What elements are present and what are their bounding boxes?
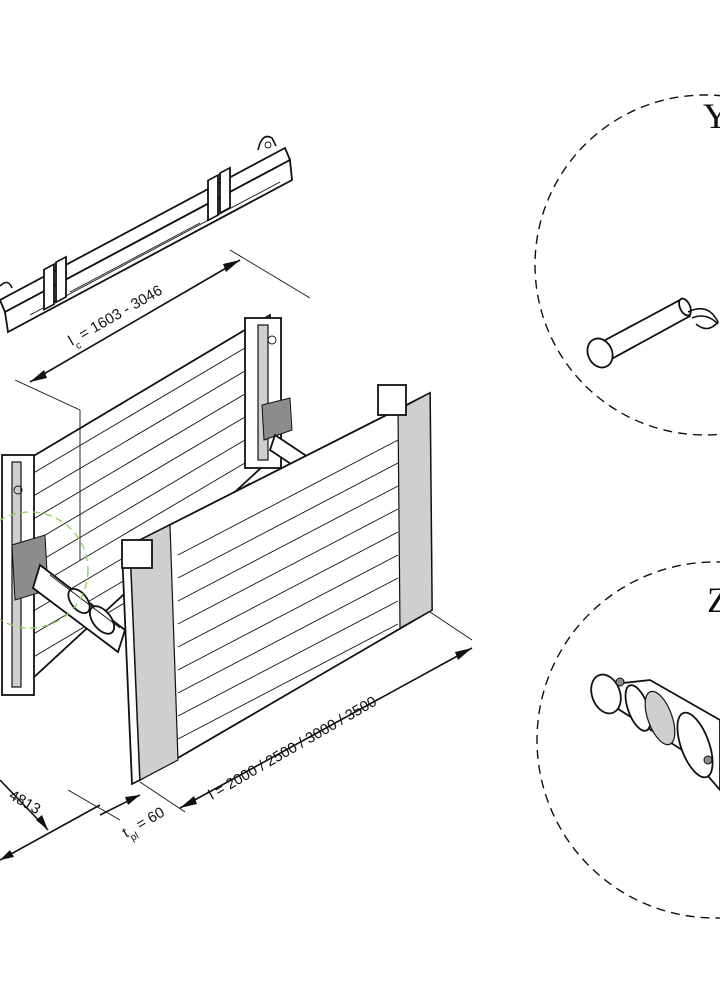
detail-z-label: Z	[707, 580, 720, 620]
detail-y: Y	[534, 94, 720, 436]
pin-drawing	[586, 297, 719, 369]
front-panel	[121, 384, 433, 786]
dimension-partial-label: 4813	[6, 787, 43, 818]
dimension-partial: 4813	[0, 779, 101, 861]
detail-z: Z	[536, 561, 720, 919]
coupling-drawing	[590, 673, 720, 792]
svg-text:tpl = 60: tpl = 60	[120, 804, 170, 845]
detail-y-label: Y	[703, 96, 720, 136]
detail-highlight-circle	[0, 511, 89, 629]
spreader-beam	[0, 135, 293, 334]
dimension-tpl: tpl = 60	[67, 789, 170, 845]
